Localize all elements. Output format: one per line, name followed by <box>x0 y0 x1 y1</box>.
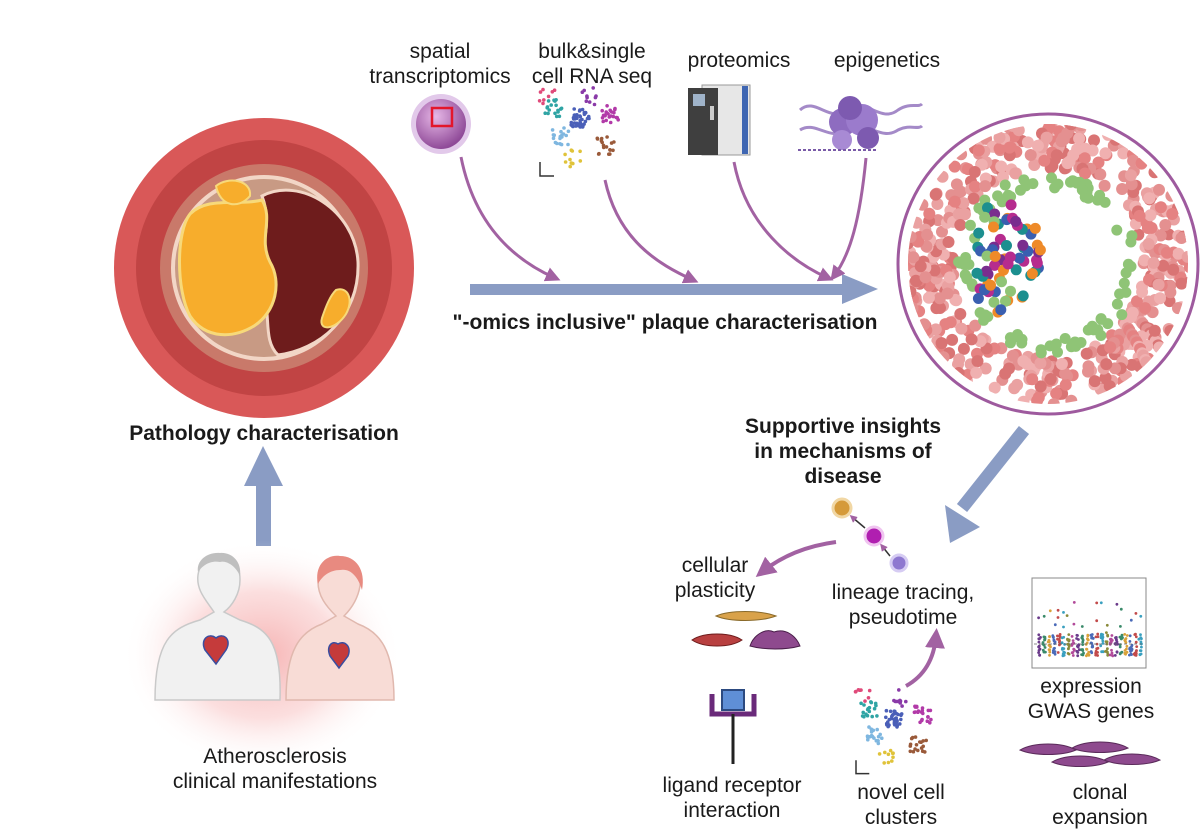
single-cell-cluster-icon <box>537 86 620 177</box>
pseudotime-lineage-icon <box>831 497 909 573</box>
label-novel-clusters: novel cell clusters <box>857 781 945 829</box>
cell-phenotypes-icon <box>691 611 801 650</box>
gwas-manhattan-plot-icon <box>1031 577 1147 669</box>
spatial-transcriptomics-icon <box>411 94 471 154</box>
plasticity-arrow <box>755 540 837 577</box>
clonal-expansion-cells-icon <box>1018 741 1162 767</box>
label-pathology-characterisation: Pathology characterisation <box>129 422 399 445</box>
label-omics-characterisation: "-omics inclusive" plaque characterisati… <box>452 311 878 334</box>
label-cellular-plasticity: cellular plasticity <box>674 554 756 602</box>
label-supportive-insights: Supportive insights in mechanisms of dis… <box>744 415 941 488</box>
label-ligand-receptor: ligand receptor interaction <box>662 774 802 822</box>
epigenetics-nucleosome-icon <box>798 96 924 151</box>
proteomics-instrument-icon <box>688 84 751 156</box>
plaque-cell-map <box>896 112 1200 416</box>
omics-input-arrows <box>459 156 868 284</box>
artery-cross-section <box>114 118 414 418</box>
label-lineage-tracing: lineage tracing, pseudotime <box>831 581 975 629</box>
up-arrow <box>244 446 283 546</box>
diagonal-arrow <box>945 425 1030 543</box>
label-clonal-expansion: clonal expansion <box>1052 781 1148 829</box>
ligand-receptor-icon <box>709 689 757 764</box>
clusters-arrow <box>904 628 945 688</box>
label-atherosclerosis: Atherosclerosis clinical manifestations <box>172 745 378 793</box>
label-bulk-single-cell: bulk&single cell RNA seq <box>531 40 653 88</box>
label-epigenetics: epigenetics <box>833 49 941 72</box>
novel-cell-cluster-icon <box>853 688 933 775</box>
patient-figures <box>122 540 402 770</box>
label-proteomics: proteomics <box>687 49 791 72</box>
main-horizontal-arrow <box>470 274 878 304</box>
label-spatial-transcriptomics: spatial transcriptomics <box>369 40 511 88</box>
label-expression-gwas: expression GWAS genes <box>1027 675 1155 723</box>
